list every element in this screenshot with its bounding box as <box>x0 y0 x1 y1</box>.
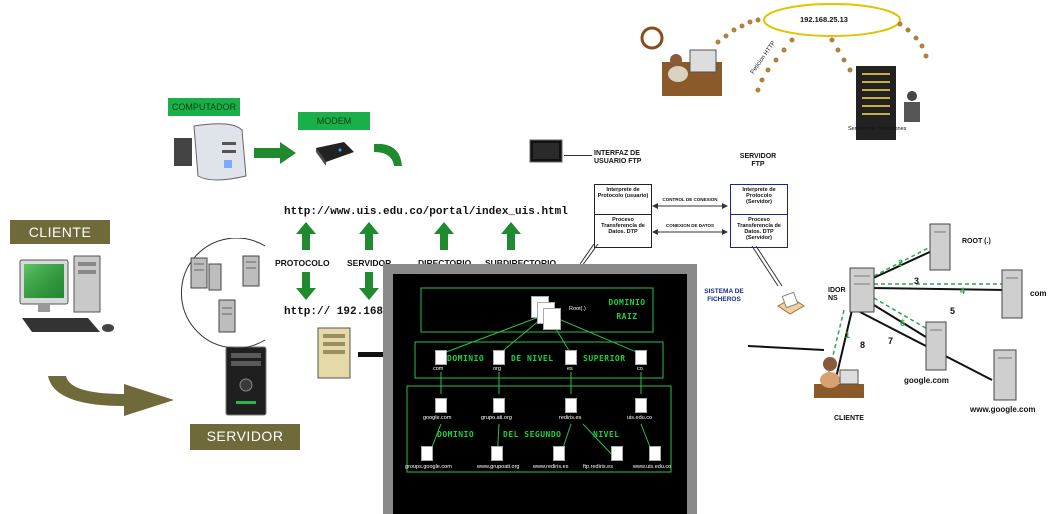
client-computer-icon <box>18 252 118 340</box>
arrow-right-icon <box>252 140 298 166</box>
monitor-icon <box>528 138 564 166</box>
tld-org-icon <box>493 350 505 365</box>
server-cluster-icon <box>165 237 275 349</box>
tld-es-icon <box>565 350 577 365</box>
root-doc-icon-3 <box>543 308 561 330</box>
host-icon <box>421 446 433 461</box>
computador-label: COMPUTADOR <box>168 98 240 116</box>
olive-arrow <box>44 372 184 422</box>
ftp-diagonal <box>579 243 600 268</box>
google-ns-label: google.com <box>904 376 949 385</box>
dns-tree-inner: Root(.) DOMINIO RAIZ DOMINIO DE NIVEL SU… <box>393 274 687 514</box>
tld-label: co <box>637 366 643 372</box>
tld-com-icon <box>435 350 447 365</box>
host-icon <box>611 446 623 461</box>
sld-icon <box>565 398 577 413</box>
host-icon <box>553 446 565 461</box>
host-icon <box>649 446 661 461</box>
tld-co-icon <box>635 350 647 365</box>
file-folder-icon <box>776 288 806 318</box>
cliente-resolver-label: CLIENTE <box>834 415 864 422</box>
server-protocol-cell: Interprete de Protocolo (Servidor) <box>731 185 787 215</box>
idor-ns-label: IDOR NS <box>828 287 846 302</box>
dns-ip-label: 192.168.25.13 <box>800 15 848 24</box>
host-label: groups.google.com <box>405 464 452 470</box>
sld-label: uis.edu.co <box>627 415 653 421</box>
dominio-raiz-label: DOMINIO RAIZ <box>608 298 646 321</box>
root-ns-label: ROOT (.) <box>962 238 991 245</box>
dns-tree-panel: Root(.) DOMINIO RAIZ DOMINIO DE NIVEL SU… <box>383 264 697 514</box>
step-number: 2 <box>898 258 904 268</box>
ftp-client-box: Interprete de Protocolo (usuario) Proces… <box>594 184 652 248</box>
host-label: www.rediris.es <box>533 464 569 470</box>
step-number: 4 <box>960 286 966 296</box>
host-label: www.grupoati.org <box>477 464 520 470</box>
curve-arrow-icon <box>372 140 408 168</box>
subdirectorio-label: SUBDIRECTORIO <box>485 258 557 268</box>
step-number: 7 <box>888 336 894 346</box>
sld-title-1: DOMINIO <box>437 430 475 439</box>
ftp-arrows <box>652 196 728 240</box>
server-dtp-cell: Proceso Transferencia de Datos. DTP (Ser… <box>737 217 781 241</box>
sld-label: google.com <box>423 415 452 421</box>
monitor-link <box>564 155 592 156</box>
client-protocol-cell: Interprete de Protocolo (usuario) <box>595 185 651 215</box>
host-label: www.uis.edu.co <box>633 464 672 470</box>
servidor-url-label: SERVIDOR <box>347 258 392 268</box>
down-arrows <box>296 272 386 302</box>
sld-title-2: DEL SEGUNDO <box>503 430 562 439</box>
directorio-label: DIRECTORIO <box>418 258 472 268</box>
root-label: Root(.) <box>569 306 586 312</box>
server-tower-icon <box>222 345 270 417</box>
step-number: 6 <box>900 318 906 328</box>
dns-resolution-diagram <box>744 214 1054 424</box>
server-fs-lines <box>748 245 788 290</box>
connector-line <box>358 352 388 357</box>
modem-icon <box>310 138 358 168</box>
host-label: ftp.rediris.es <box>583 464 613 470</box>
url-text: http://www.uis.edu.co/portal/index_uis.h… <box>284 206 568 218</box>
tld-title-3: SUPERIOR <box>583 354 626 363</box>
www-google-label: www.google.com <box>970 405 1036 414</box>
step-number: 3 <box>914 276 920 286</box>
sld-icon <box>493 398 505 413</box>
step-number: 5 <box>950 306 956 316</box>
servidor-direcciones-label: Servidor de Direcciones <box>848 126 907 132</box>
interfaz-ftp-label: INTERFAZ DE USUARIO FTP <box>594 150 642 165</box>
ip-partial-text: http:// 192.168.2 <box>284 306 397 318</box>
cliente-label: CLIENTE <box>10 220 110 244</box>
com-ns-label: com <box>1030 289 1047 298</box>
step-number: 8 <box>860 340 866 350</box>
client-dtp-cell: Proceso Transferencia de Datos. DTP <box>601 217 645 235</box>
control-conexion-label: CONTROL DE CONEXION <box>662 197 718 202</box>
sld-label: grupo.ati.org <box>481 415 512 421</box>
modem-label: MODEM <box>298 112 370 130</box>
sld-title-3: NIVEL <box>593 430 620 439</box>
step-number: 1 <box>845 330 851 340</box>
tld-label: org <box>493 366 501 372</box>
ftp-server-box: Interprete de Protocolo (Servidor) Proce… <box>730 184 788 248</box>
servidor-label: SERVIDOR <box>190 424 300 450</box>
tld-title-1: DOMINIO <box>447 354 485 363</box>
tld-label: com <box>433 366 444 372</box>
sld-icon <box>635 398 647 413</box>
up-arrows <box>296 222 536 252</box>
host-icon <box>491 446 503 461</box>
old-pc-icon <box>314 326 354 380</box>
tld-label: es <box>567 366 573 372</box>
http-request-diagram <box>632 0 952 150</box>
tld-title-2: DE NIVEL <box>511 354 554 363</box>
protocolo-label: PROTOCOLO <box>275 258 330 268</box>
sistema-ficheros-label: SISTEMA DE FICHEROS <box>704 288 744 303</box>
sld-icon <box>435 398 447 413</box>
servidor-ftp-label: SERVIDOR FTP <box>739 153 777 168</box>
conexion-datos-label: CONEXION DE DATOS <box>665 223 715 228</box>
computador-icon <box>172 120 252 186</box>
sld-label: rediris.es <box>559 415 582 421</box>
